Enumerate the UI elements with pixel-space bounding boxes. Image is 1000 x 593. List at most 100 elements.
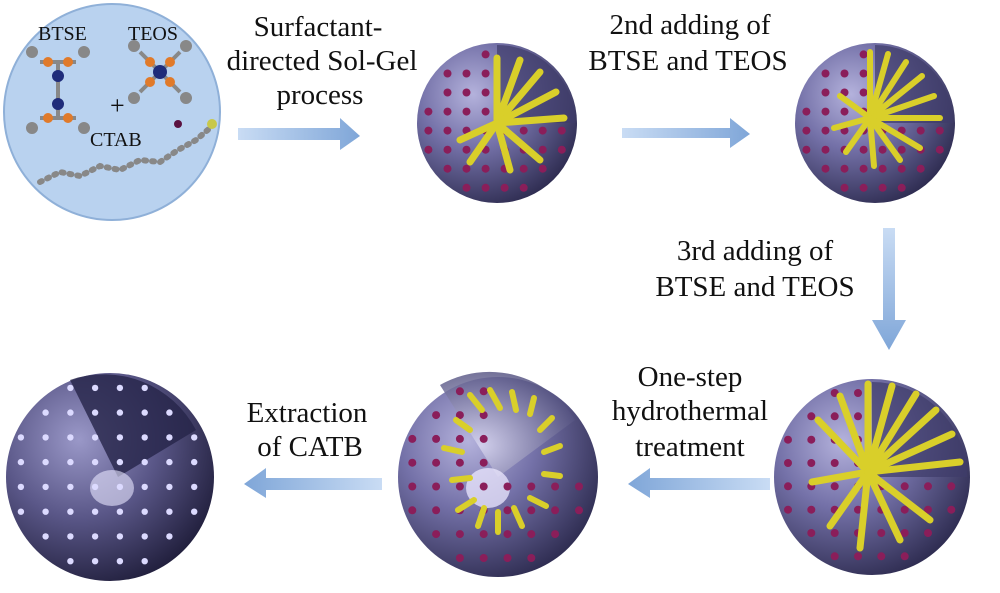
pore-dot [479, 482, 488, 491]
pore-dot [854, 552, 862, 561]
pore-dot [443, 107, 452, 116]
pore-dot [141, 483, 148, 491]
pore-dot [432, 482, 441, 491]
pore-dot [538, 164, 547, 173]
pore-dot [42, 409, 49, 416]
pore-dot [877, 552, 886, 561]
pore-dot [462, 69, 471, 78]
pore-dot [784, 435, 792, 444]
pore-dot [821, 164, 830, 173]
pore-dot [859, 164, 868, 173]
step-2-label-line-2: BTSE and TEOS [588, 45, 787, 77]
pore-dot [455, 458, 464, 467]
pore-dot [821, 88, 830, 97]
pore-dot [116, 533, 124, 540]
pore-dot [807, 435, 816, 444]
pore-dot [166, 483, 173, 491]
step-1-label-line-3: process [277, 79, 364, 111]
pore-dot [840, 183, 849, 192]
pore-dot [91, 384, 99, 392]
pore-dot [877, 529, 886, 537]
pore-dot [455, 482, 464, 491]
pore-dot [432, 411, 441, 420]
pore-dot [551, 506, 560, 515]
pore-dot [455, 387, 464, 396]
pore-dot [67, 558, 74, 565]
pore-dot [91, 434, 99, 441]
pore-dot [116, 384, 124, 392]
pore-dot [878, 183, 887, 192]
pore-dot [551, 530, 560, 539]
pore-dot [141, 508, 148, 515]
pore-dot [462, 107, 471, 116]
pore-dot [503, 506, 512, 515]
pore-dot [557, 145, 566, 154]
pore-dot [897, 183, 906, 192]
pore-dot [802, 126, 811, 135]
step-5-label-line-2: of CATB [257, 431, 363, 463]
pore-dot [443, 164, 452, 173]
pore-dot [443, 69, 452, 78]
pore-dot [897, 164, 906, 173]
pore-dot [900, 529, 909, 537]
pore-dot [424, 126, 433, 135]
pore-dot [830, 412, 839, 421]
pore-dot [479, 530, 488, 539]
pore-dot [141, 458, 148, 466]
arrow-3 [872, 228, 906, 350]
pore-dot [42, 458, 49, 466]
pore-dot [481, 183, 490, 192]
pore-dot [935, 126, 944, 135]
pore-dot [408, 482, 417, 491]
ctab-molecule-icon [37, 119, 217, 185]
pore-dot [807, 505, 816, 514]
pore-dot [67, 508, 74, 515]
step-5-label-line-1: Extraction [247, 397, 368, 429]
step-2-label-line-1: 2nd adding of [609, 9, 770, 41]
pore-dot [802, 145, 811, 154]
pore-dot [527, 506, 536, 515]
pore-dot [821, 69, 830, 78]
pore-dot [900, 505, 909, 514]
pore-dot [551, 482, 560, 491]
pore-dot [859, 145, 868, 154]
pore-dot [840, 164, 849, 173]
sphere-stage-3 [774, 379, 970, 575]
pore-dot [830, 482, 839, 491]
pore-dot [191, 483, 198, 491]
pore-dot [854, 505, 862, 514]
sphere-stage-1 [417, 43, 577, 203]
pore-dot [784, 505, 792, 514]
pore-dot [575, 482, 583, 491]
pore-dot [854, 389, 862, 397]
pore-dot [481, 88, 490, 97]
pore-dot [462, 88, 471, 97]
arrow-5 [244, 468, 382, 498]
pore-dot [500, 183, 509, 192]
pore-dot [897, 145, 906, 154]
pore-dot [924, 529, 932, 537]
pore-dot [527, 530, 536, 539]
pore-dot [947, 482, 956, 491]
pore-dot [462, 183, 471, 192]
sphere-stage-5 [6, 373, 214, 581]
pore-dot [432, 434, 441, 443]
teos-label: TEOS [128, 23, 178, 45]
pore-dot [191, 458, 198, 466]
pore-dot [854, 412, 862, 421]
pore-dot [141, 533, 148, 540]
pore-dot [830, 459, 839, 467]
pore-dot [527, 554, 536, 562]
pore-dot [859, 183, 868, 192]
pore-dot [924, 505, 932, 514]
pore-dot [538, 126, 547, 135]
pore-dot [91, 458, 99, 466]
pore-dot [455, 530, 464, 539]
pore-dot [443, 88, 452, 97]
step-3-label-line-1: 3rd adding of [677, 235, 834, 267]
pore-dot [408, 434, 417, 443]
pore-dot [503, 530, 512, 539]
reagent-panel: BTSE TEOS + CTAB [3, 3, 221, 221]
pore-dot [67, 434, 74, 441]
pore-dot [42, 434, 49, 441]
